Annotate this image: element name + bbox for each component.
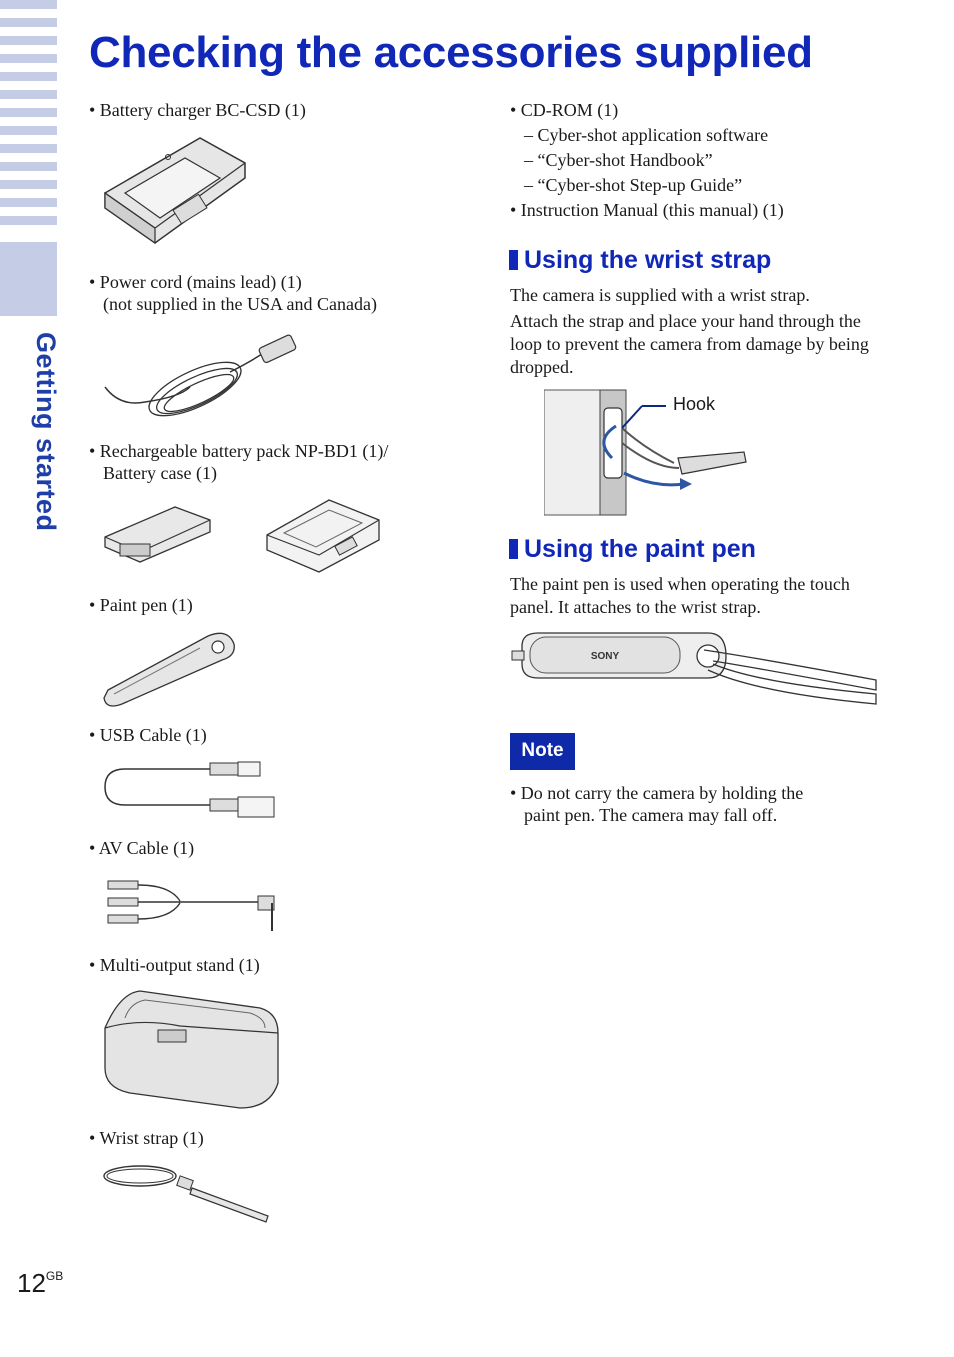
item-av-cable: • AV Cable (1): [89, 838, 195, 858]
page-number: 12GB: [17, 1268, 63, 1299]
cd-rom-item: • CD-ROM (1): [510, 100, 619, 120]
hook-label: Hook: [673, 394, 716, 414]
heading-marker: [509, 250, 518, 270]
item-power-cord-note: (not supplied in the USA and Canada): [103, 294, 377, 314]
wrist-strap-para1: The camera is supplied with a wrist stra…: [510, 285, 810, 305]
item-paint-pen: • Paint pen (1): [89, 595, 193, 615]
wrist-strap-heading-text: Using the wrist strap: [524, 246, 772, 274]
sony-brand-text: SONY: [591, 651, 620, 662]
item-charger: • Battery charger BC-CSD (1): [89, 100, 306, 120]
item-battery-case: Battery case (1): [103, 463, 217, 483]
note-line2: paint pen. The camera may fall off.: [524, 805, 778, 825]
heading-marker: [509, 539, 518, 559]
usb-cable-illustration: [104, 761, 275, 818]
wrist-strap-illustration: [103, 1165, 269, 1223]
paint-pen-strap-illustration: SONY: [511, 632, 877, 705]
paint-pen-heading: Using the paint pen: [509, 535, 756, 564]
wrist-strap-para2: Attach the strap and place your hand thr…: [510, 311, 869, 377]
note-line1: • Do not carry the camera by holding the: [510, 783, 804, 803]
battery-pack-illustration: [104, 506, 211, 563]
battery-case-illustration: [266, 499, 380, 573]
side-tab-stripes: [0, 0, 57, 234]
cd-rom-subitem-software: – Cyber-shot application software: [524, 125, 769, 145]
side-tab-label: Getting started: [31, 332, 61, 532]
paint-pen-illustration: [103, 632, 235, 707]
side-tab-block: [0, 242, 57, 316]
instruction-manual-item: • Instruction Manual (this manual) (1): [510, 200, 784, 220]
av-cable-illustration: [107, 880, 275, 931]
item-power-cord: • Power cord (mains lead) (1): [89, 272, 302, 292]
paint-pen-para: The paint pen is used when operating the…: [510, 574, 850, 617]
page-number-suffix: GB: [45, 1269, 64, 1283]
wrist-strap-heading: Using the wrist strap: [509, 246, 771, 275]
page-title: Checking the accessories supplied: [89, 28, 813, 77]
multi-output-stand-illustration: [104, 990, 279, 1109]
power-cord-illustration: [104, 334, 297, 417]
note-badge: Note: [510, 733, 575, 770]
wrist-strap-attach-illustration: [544, 389, 747, 516]
item-battery: • Rechargeable battery pack NP-BD1 (1)/: [89, 441, 389, 461]
battery-charger-illustration: [104, 137, 246, 245]
paint-pen-heading-text: Using the paint pen: [524, 535, 756, 563]
item-stand: • Multi-output stand (1): [89, 955, 260, 975]
cd-rom-subitem-stepup: – “Cyber-shot Step-up Guide”: [524, 175, 743, 195]
page-number-value: 12: [17, 1268, 46, 1298]
item-usb-cable: • USB Cable (1): [89, 725, 207, 745]
item-wrist-strap: • Wrist strap (1): [89, 1128, 204, 1148]
cd-rom-subitem-handbook: – “Cyber-shot Handbook”: [524, 150, 713, 170]
